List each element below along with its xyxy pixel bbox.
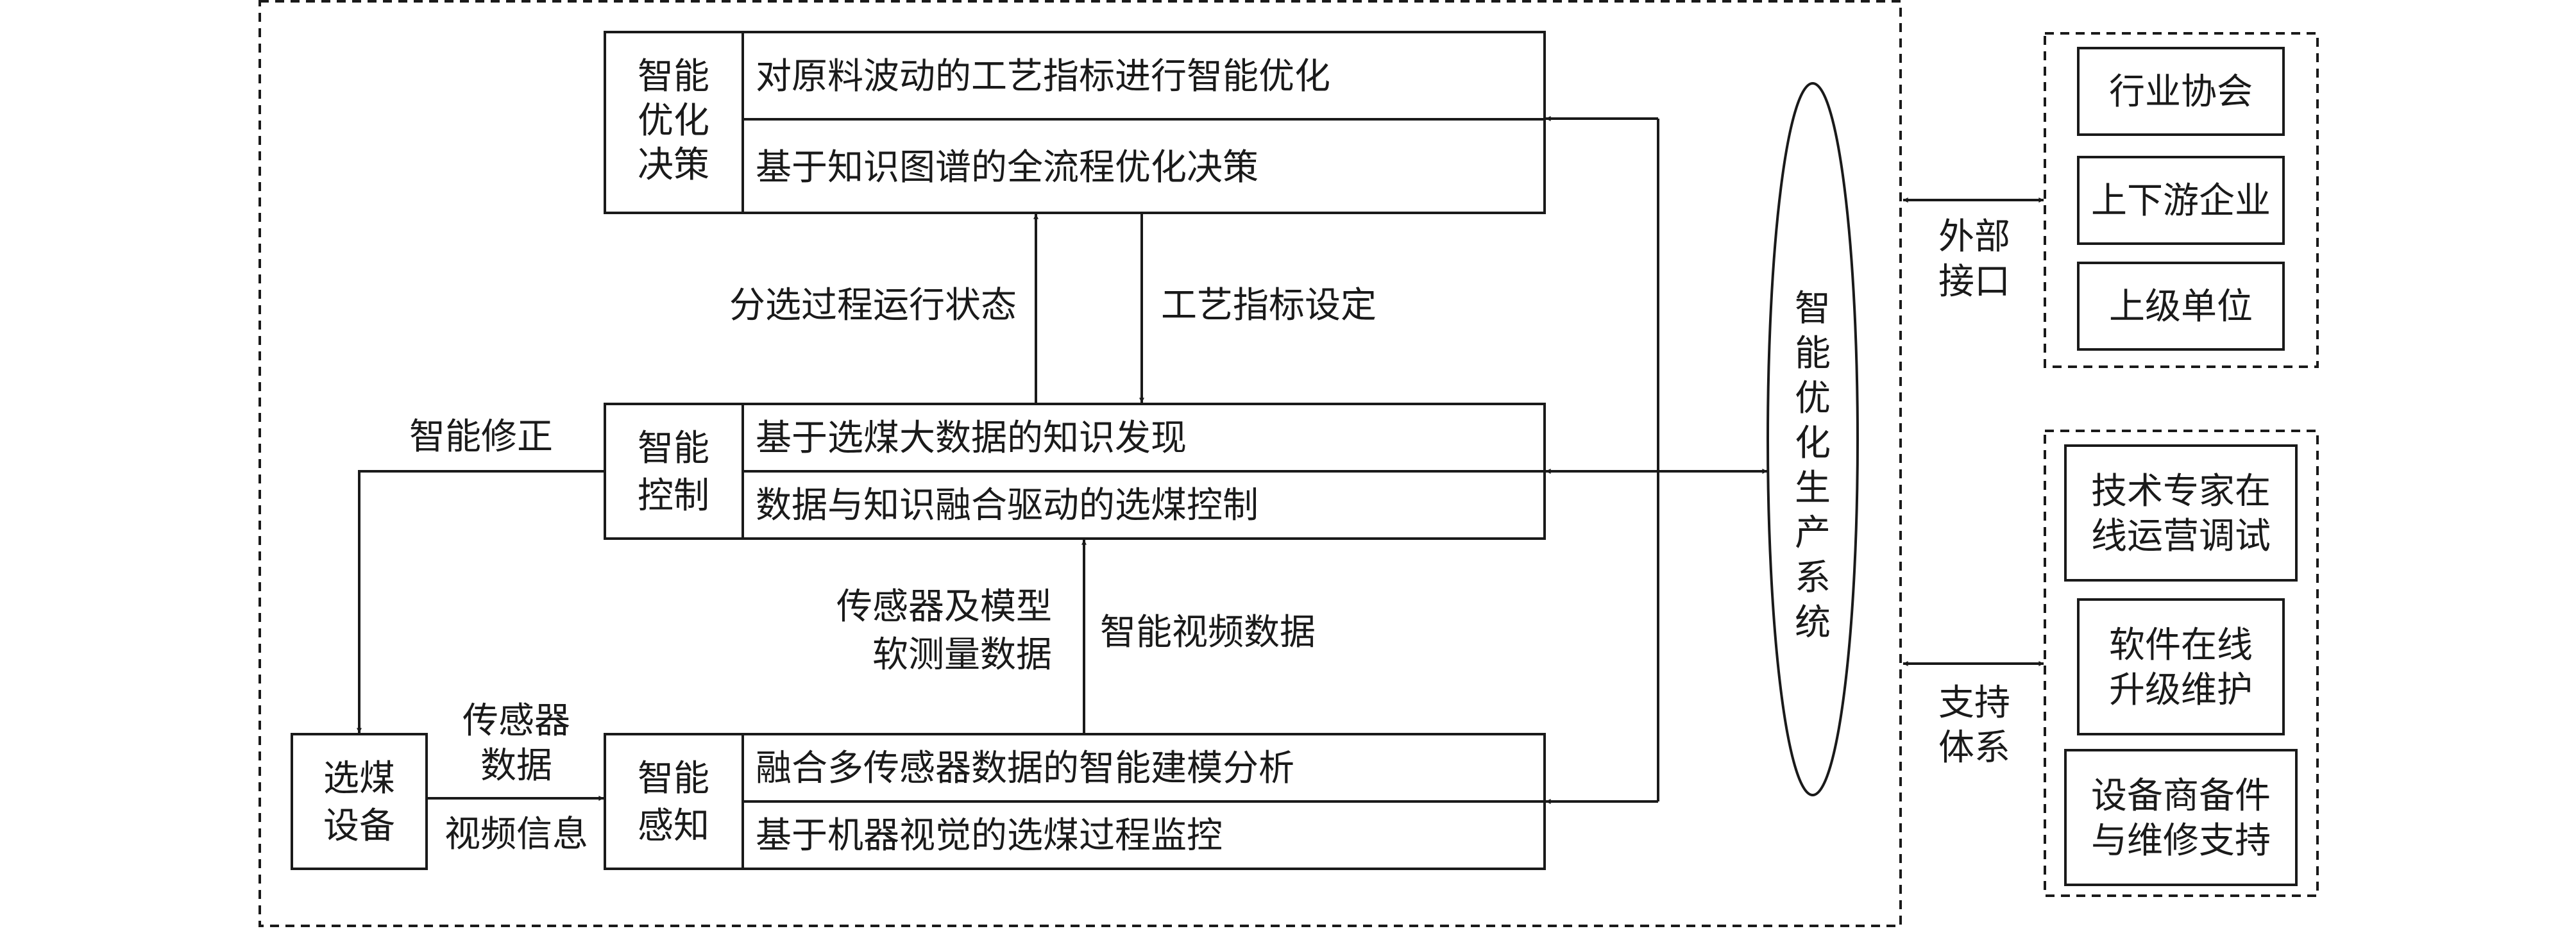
external-group-boundary	[2044, 32, 2319, 368]
system-char-7: 系	[1795, 557, 1831, 599]
perception-title-2: 感知	[638, 805, 709, 847]
sensor-data-label-1: 传感器	[462, 700, 570, 742]
external-item-box	[2077, 156, 2285, 245]
control-title-2: 控制	[638, 475, 709, 517]
external-label-1: 外部	[1938, 216, 2010, 258]
correction-arrow	[357, 470, 605, 734]
sensor-model-label-1: 传感器及模型	[836, 586, 1052, 628]
control-row-2: 数据与知识融合驱动的选煤控制	[756, 485, 1258, 526]
support-item-text: 线运营调试	[2091, 516, 2271, 557]
perception-row-1: 融合多传感器数据的智能建模分析	[756, 748, 1294, 789]
decision-title-2: 优化	[638, 100, 709, 142]
system-char-3: 优	[1795, 378, 1831, 419]
decision-row-1: 对原料波动的工艺指标进行智能优化	[756, 56, 1330, 97]
support-label-2: 体系	[1938, 727, 2010, 769]
support-items: 技术专家在 线运营调试 软件在线 升级维护 设备商备件 与维修支持	[2064, 444, 2298, 886]
system-char-1: 智	[1795, 288, 1831, 330]
external-item-box	[2077, 262, 2285, 351]
equipment-module: 选煤 设备	[291, 733, 428, 870]
support-item-box	[2064, 749, 2298, 886]
external-label-2: 接口	[1938, 261, 2010, 303]
video-info-label: 视频信息	[445, 814, 588, 855]
correction-label: 智能修正	[409, 416, 553, 458]
control-module: 智能 控制 基于选煤大数据的知识发现 数据与知识融合驱动的选煤控制	[604, 403, 1546, 540]
sensor-data-label-2: 数据	[480, 745, 552, 787]
control-title-1: 智能	[638, 428, 709, 469]
control-row-1: 基于选煤大数据的知识发现	[756, 417, 1187, 459]
system-char-5: 生	[1795, 467, 1831, 509]
system-char-4: 化	[1795, 423, 1831, 464]
system-char-6: 产	[1795, 512, 1831, 554]
support-item-box	[2077, 598, 2285, 735]
support-label-1: 支持	[1938, 682, 2010, 724]
external-item-box	[2077, 47, 2285, 136]
system-ellipse	[1767, 82, 1859, 796]
production-system: 智 能 优 化 生 产 系 统	[1767, 82, 1859, 796]
external-item-text: 上级单位	[2109, 286, 2253, 328]
decision-title-1: 智能	[638, 56, 709, 97]
system-char-2: 能	[1795, 333, 1831, 374]
equipment-box	[291, 733, 428, 870]
support-item-text: 技术专家在	[2091, 471, 2271, 512]
support-item-box	[2064, 444, 2298, 582]
perception-row-2: 基于机器视觉的选煤过程监控	[756, 815, 1223, 857]
equipment-title-1: 选煤	[323, 758, 395, 800]
support-item-text: 设备商备件	[2091, 775, 2271, 817]
setpoint-label: 工艺指标设定	[1161, 285, 1377, 326]
decision-box	[604, 31, 1546, 214]
external-items: 行业协会 上下游企业 上级单位	[2077, 47, 2285, 351]
support-item-text: 软件在线	[2109, 625, 2253, 666]
support-item-text: 升级维护	[2109, 669, 2253, 711]
decision-module: 智能 优化 决策 对原料波动的工艺指标进行智能优化 基于知识图谱的全流程优化决策	[604, 31, 1546, 214]
perception-title-1: 智能	[638, 758, 709, 800]
video-data-label: 智能视频数据	[1100, 612, 1316, 653]
external-item-text: 行业协会	[2109, 71, 2253, 113]
external-item-text: 上下游企业	[2091, 180, 2271, 222]
status-label: 分选过程运行状态	[729, 285, 1017, 326]
main-system-boundary	[258, 0, 1902, 927]
equipment-title-2: 设备	[323, 805, 395, 847]
perception-module: 智能 感知 融合多传感器数据的智能建模分析 基于机器视觉的选煤过程监控	[604, 733, 1546, 870]
decision-row-2: 基于知识图谱的全流程优化决策	[756, 147, 1258, 189]
system-char-8: 统	[1795, 602, 1831, 644]
support-item-text: 与维修支持	[2091, 820, 2271, 862]
decision-title-3: 决策	[638, 144, 709, 186]
sensor-model-label-2: 软测量数据	[872, 634, 1052, 676]
